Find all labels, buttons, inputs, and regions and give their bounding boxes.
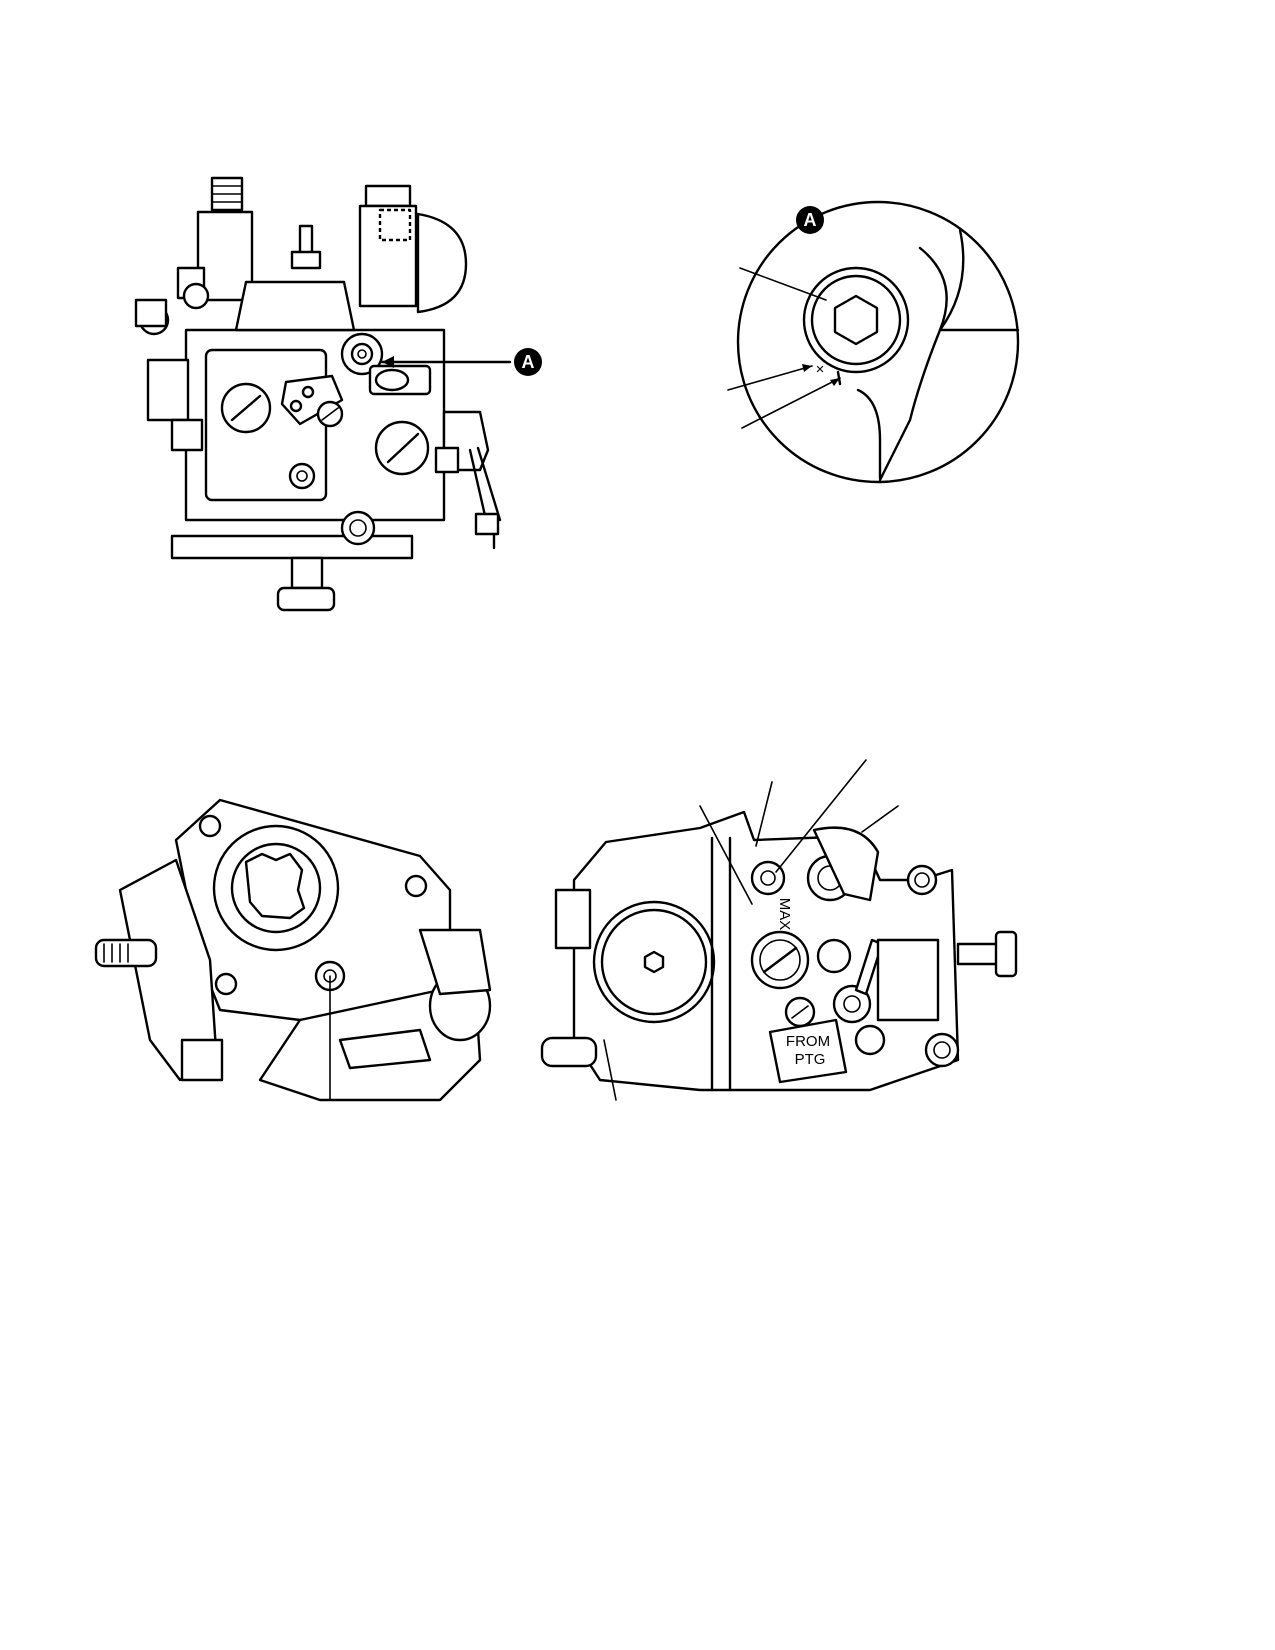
detail-a-letter: A	[804, 210, 817, 230]
fuel-pump-flange-view	[94, 798, 492, 1102]
stamp-from: FROM	[786, 1033, 830, 1050]
fuel-pump-front-view: FROM PTG MAX	[540, 759, 1018, 1101]
detail-a-badge	[796, 206, 824, 234]
detail-a-view: A ×	[727, 200, 1020, 484]
callout-a-leader: A	[380, 348, 542, 376]
stamp-max: MAX	[776, 898, 793, 931]
callout-a-badge	[514, 348, 542, 376]
svg-text:×: ×	[816, 361, 825, 378]
fuel-pump-side-view	[134, 176, 502, 612]
callout-a-letter: A	[522, 352, 535, 372]
stamp-ptg: PTG	[795, 1051, 826, 1068]
